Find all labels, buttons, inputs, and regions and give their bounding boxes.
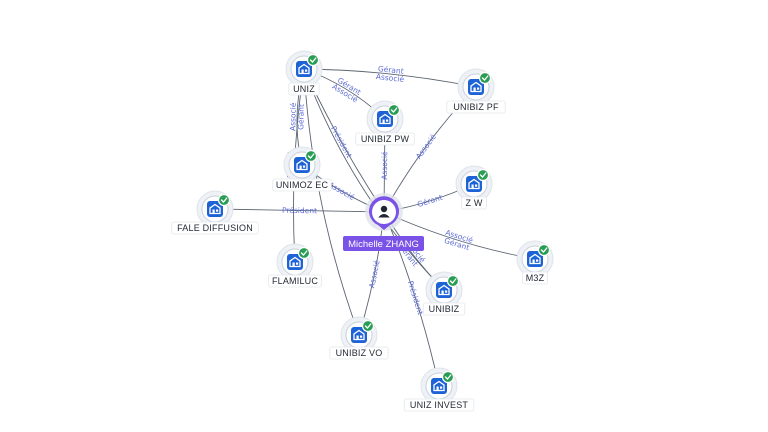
node-label: UNIBIZ xyxy=(429,304,460,314)
node-label-box xyxy=(272,178,332,192)
company-node-flamiluc[interactable]: FLAMILUC xyxy=(268,243,322,288)
edge-label: Président xyxy=(406,280,425,316)
company-node-unimoz_ec[interactable]: UNIMOZ EC xyxy=(272,146,332,192)
node-label-box xyxy=(422,302,466,316)
company-node-zw[interactable]: Z W xyxy=(455,165,493,210)
company-icon xyxy=(436,282,452,298)
verified-check-icon xyxy=(297,246,311,260)
node-label-box xyxy=(355,132,415,146)
node-label-box xyxy=(268,274,322,288)
edge-label: Associé xyxy=(380,151,389,180)
company-icon xyxy=(466,176,482,192)
company-node-unibiz_pw[interactable]: UNIBIZ PW xyxy=(355,100,415,146)
company-icon xyxy=(207,201,223,217)
edge-label: Gérant xyxy=(296,104,306,130)
verified-check-icon xyxy=(361,319,375,333)
center-label-box xyxy=(343,236,424,251)
node-label: UNIZ xyxy=(293,84,315,94)
company-icon xyxy=(431,378,447,394)
edge-label: Associé xyxy=(288,102,298,131)
verified-check-icon xyxy=(441,370,455,384)
company-icon xyxy=(468,79,484,95)
verified-check-icon xyxy=(387,103,401,117)
company-icon xyxy=(351,327,367,343)
edge-uniz-unibiz_vo xyxy=(303,68,360,336)
node-label: UNIBIZ VO xyxy=(336,348,383,358)
verified-check-icon xyxy=(446,274,460,288)
node-label: FALE DIFFUSION xyxy=(177,223,253,233)
edge-label: Président xyxy=(329,125,354,160)
node-label: UNIMOZ EC xyxy=(276,180,329,190)
company-node-m3z[interactable]: M3Z xyxy=(516,240,554,285)
node-label: M3Z xyxy=(526,273,545,283)
node-label: FLAMILUC xyxy=(272,276,318,286)
edge-uniz_invest-person xyxy=(383,211,440,387)
company-icon xyxy=(377,111,393,127)
edge-label: Associé xyxy=(375,72,405,84)
node-label: UNIBIZ PF xyxy=(453,102,499,112)
edge-label: Gérant xyxy=(378,64,405,76)
center-person-node[interactable]: Michelle ZHANG xyxy=(343,193,424,251)
verified-check-icon xyxy=(537,243,551,257)
verified-check-icon xyxy=(478,71,492,85)
company-icon xyxy=(296,61,312,77)
verified-check-icon xyxy=(306,53,320,67)
center-label: Michelle ZHANG xyxy=(348,239,419,250)
company-node-unibiz_pf[interactable]: UNIBIZ PF xyxy=(446,68,506,114)
company-icon xyxy=(287,254,303,270)
node-label-box xyxy=(461,196,487,210)
person-icon xyxy=(378,205,390,218)
company-node-unibiz_vo[interactable]: UNIBIZ VO xyxy=(329,316,389,360)
nodes-layer: UNIZ UNIBIZ PF UNIBIZ PW UNIMOZ EC Z W FALE D… xyxy=(171,50,554,412)
company-node-unibiz[interactable]: UNIBIZ xyxy=(422,271,466,316)
node-label-box xyxy=(171,221,259,235)
node-label-box xyxy=(403,398,475,412)
edge-fale-person xyxy=(214,208,385,213)
node-label: UNIBIZ PW xyxy=(361,134,410,144)
company-node-uniz_invest[interactable]: UNIZ INVEST xyxy=(403,367,475,412)
node-label-box xyxy=(522,271,548,285)
company-node-fale[interactable]: FALE DIFFUSION xyxy=(171,190,259,235)
verified-check-icon xyxy=(476,168,490,182)
node-label-box xyxy=(288,82,320,96)
company-icon xyxy=(527,251,543,267)
company-node-uniz[interactable]: UNIZ xyxy=(285,50,323,96)
edge-label: Gérant xyxy=(416,193,443,209)
node-label: UNIZ INVEST xyxy=(410,400,469,410)
verified-check-icon xyxy=(217,193,231,207)
company-icon xyxy=(294,157,310,173)
edge-label: Associé xyxy=(414,132,438,160)
verified-check-icon xyxy=(304,149,318,163)
edge-label: Associé xyxy=(367,259,382,289)
edge-label: Président xyxy=(282,206,317,216)
node-label-box xyxy=(329,346,389,360)
node-label-box xyxy=(446,100,506,114)
node-label: Z W xyxy=(465,198,482,208)
edge-uniz-unibiz_pf xyxy=(303,68,477,88)
